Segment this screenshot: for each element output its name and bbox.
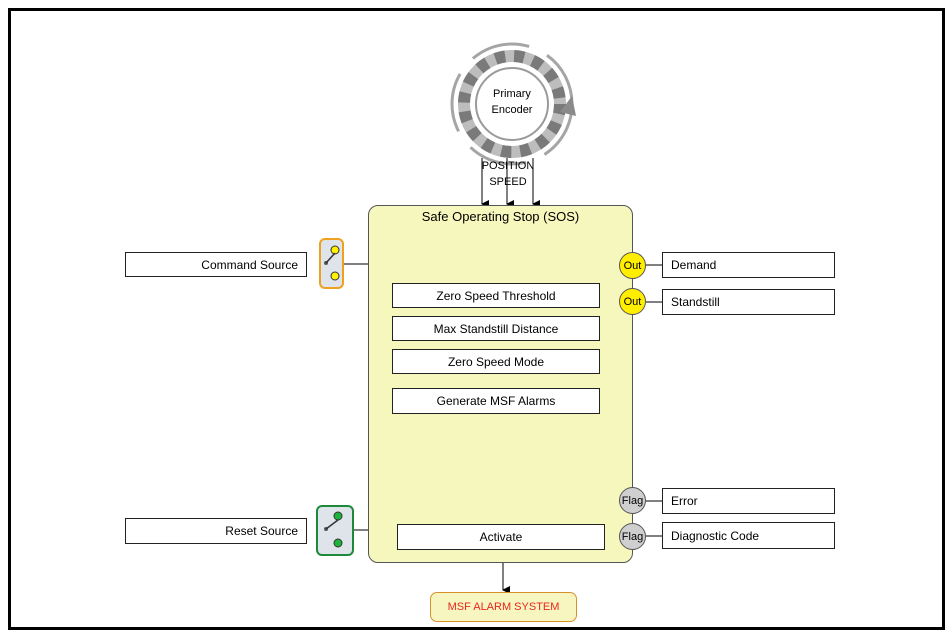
command-source-box[interactable]: Command Source [125,252,307,277]
sos-block [368,205,633,563]
error-box[interactable]: Error [662,488,835,514]
switch-glyph-icon [324,511,343,548]
signal-speed: SPEED [489,176,527,188]
command-switch-icon [319,238,344,289]
param-max-standstill-distance[interactable]: Max Standstill Distance [392,316,600,341]
encoder-icon [450,42,576,166]
activate-box[interactable]: Activate [397,524,605,550]
encoder-label: Primary Encoder [482,86,542,118]
encoder-label-line2: Encoder [491,104,533,116]
demand-box[interactable]: Demand [662,252,835,278]
sos-title: Safe Operating Stop (SOS) [421,209,580,224]
param-zero-speed-mode[interactable]: Zero Speed Mode [392,349,600,374]
param-zero-speed-threshold[interactable]: Zero Speed Threshold [392,283,600,308]
standstill-out-pill: Out [619,288,646,315]
encoder-label-line1: Primary [493,88,531,100]
signal-labels: POSITION SPEED [472,158,544,190]
msf-alarm-system[interactable]: MSF ALARM SYSTEM [430,592,577,622]
signal-position: POSITION [481,160,535,172]
diagnostic-code-box[interactable]: Diagnostic Code [662,522,835,549]
demand-out-pill: Out [619,252,646,279]
param-generate-msf-alarms[interactable]: Generate MSF Alarms [392,388,600,414]
standstill-box[interactable]: Standstill [662,289,835,315]
error-flag-pill: Flag [619,487,646,514]
switch-glyph-icon [324,245,340,281]
diagnostic-flag-pill: Flag [619,523,646,550]
reset-switch-icon [316,505,354,556]
reset-source-box[interactable]: Reset Source [125,518,307,544]
